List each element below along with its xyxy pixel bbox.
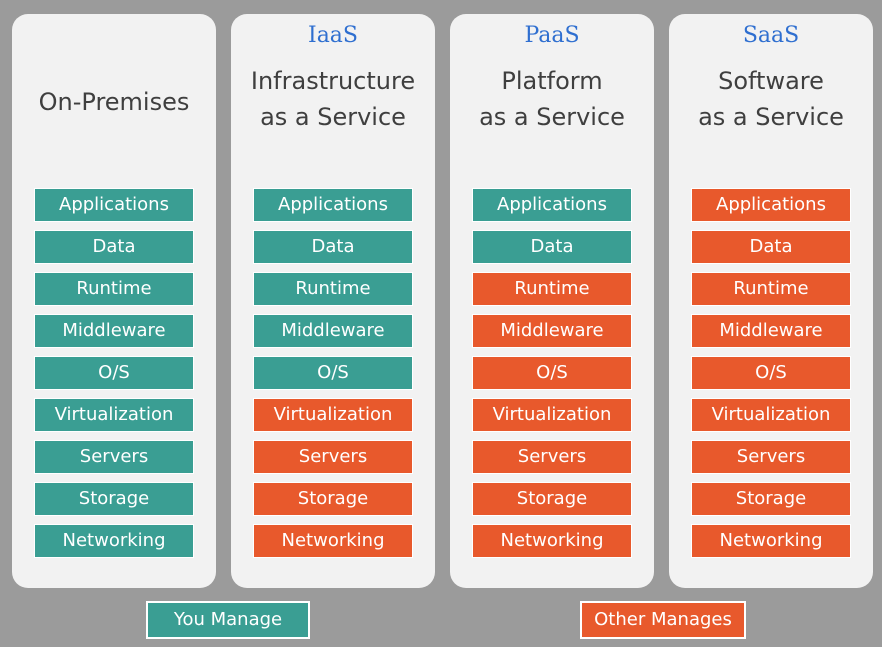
layer-storage: Storage xyxy=(472,482,632,516)
layer-virtualization: Virtualization xyxy=(691,398,851,432)
layer-storage: Storage xyxy=(691,482,851,516)
layer-servers: Servers xyxy=(691,440,851,474)
layer-runtime: Runtime xyxy=(691,272,851,306)
column-title-line-2: as a Service xyxy=(698,103,844,131)
layer-virtualization: Virtualization xyxy=(472,398,632,432)
layer-os: O/S xyxy=(691,356,851,390)
column-title-line-1: Software xyxy=(718,67,824,95)
column-abbreviation: SaaS xyxy=(742,23,800,48)
column-saas: SaaS Software as a Service Applications … xyxy=(669,14,873,588)
layer-applications: Applications xyxy=(691,188,851,222)
layer-stack: Applications Data Runtime Middleware O/S… xyxy=(253,188,413,566)
layer-applications: Applications xyxy=(253,188,413,222)
layer-middleware: Middleware xyxy=(253,314,413,348)
layer-stack: Applications Data Runtime Middleware O/S… xyxy=(691,188,851,566)
layer-middleware: Middleware xyxy=(34,314,194,348)
layer-data: Data xyxy=(691,230,851,264)
legend-other-manages: Other Manages xyxy=(580,601,746,639)
column-title-line-1: Platform xyxy=(501,67,603,95)
legend-you-manage: You Manage xyxy=(146,601,310,639)
layer-servers: Servers xyxy=(472,440,632,474)
column-iaas: IaaS Infrastructure as a Service Applica… xyxy=(231,14,435,588)
layer-data: Data xyxy=(253,230,413,264)
layer-runtime: Runtime xyxy=(253,272,413,306)
layer-stack: Applications Data Runtime Middleware O/S… xyxy=(472,188,632,566)
layer-middleware: Middleware xyxy=(691,314,851,348)
layer-servers: Servers xyxy=(34,440,194,474)
layer-networking: Networking xyxy=(691,524,851,558)
layer-servers: Servers xyxy=(253,440,413,474)
column-title-line-2: as a Service xyxy=(479,103,625,131)
layer-virtualization: Virtualization xyxy=(34,398,194,432)
column-paas: PaaS Platform as a Service Applications … xyxy=(450,14,654,588)
column-abbreviation: IaaS xyxy=(308,23,358,48)
layer-data: Data xyxy=(472,230,632,264)
layer-storage: Storage xyxy=(34,482,194,516)
layer-os: O/S xyxy=(472,356,632,390)
layer-virtualization: Virtualization xyxy=(253,398,413,432)
layer-middleware: Middleware xyxy=(472,314,632,348)
layer-os: O/S xyxy=(34,356,194,390)
column-title-line-1: Infrastructure xyxy=(250,67,416,95)
layer-applications: Applications xyxy=(34,188,194,222)
column-on-premises: On-Premises Applications Data Runtime Mi… xyxy=(12,14,216,588)
layer-os: O/S xyxy=(253,356,413,390)
column-abbreviation: PaaS xyxy=(524,23,580,48)
layer-networking: Networking xyxy=(34,524,194,558)
layer-runtime: Runtime xyxy=(472,272,632,306)
layer-storage: Storage xyxy=(253,482,413,516)
layer-applications: Applications xyxy=(472,188,632,222)
layer-runtime: Runtime xyxy=(34,272,194,306)
layer-data: Data xyxy=(34,230,194,264)
column-title: On-Premises xyxy=(38,88,190,116)
layer-networking: Networking xyxy=(472,524,632,558)
column-title-line-2: as a Service xyxy=(260,103,406,131)
layer-stack: Applications Data Runtime Middleware O/S… xyxy=(34,188,194,566)
layer-networking: Networking xyxy=(253,524,413,558)
